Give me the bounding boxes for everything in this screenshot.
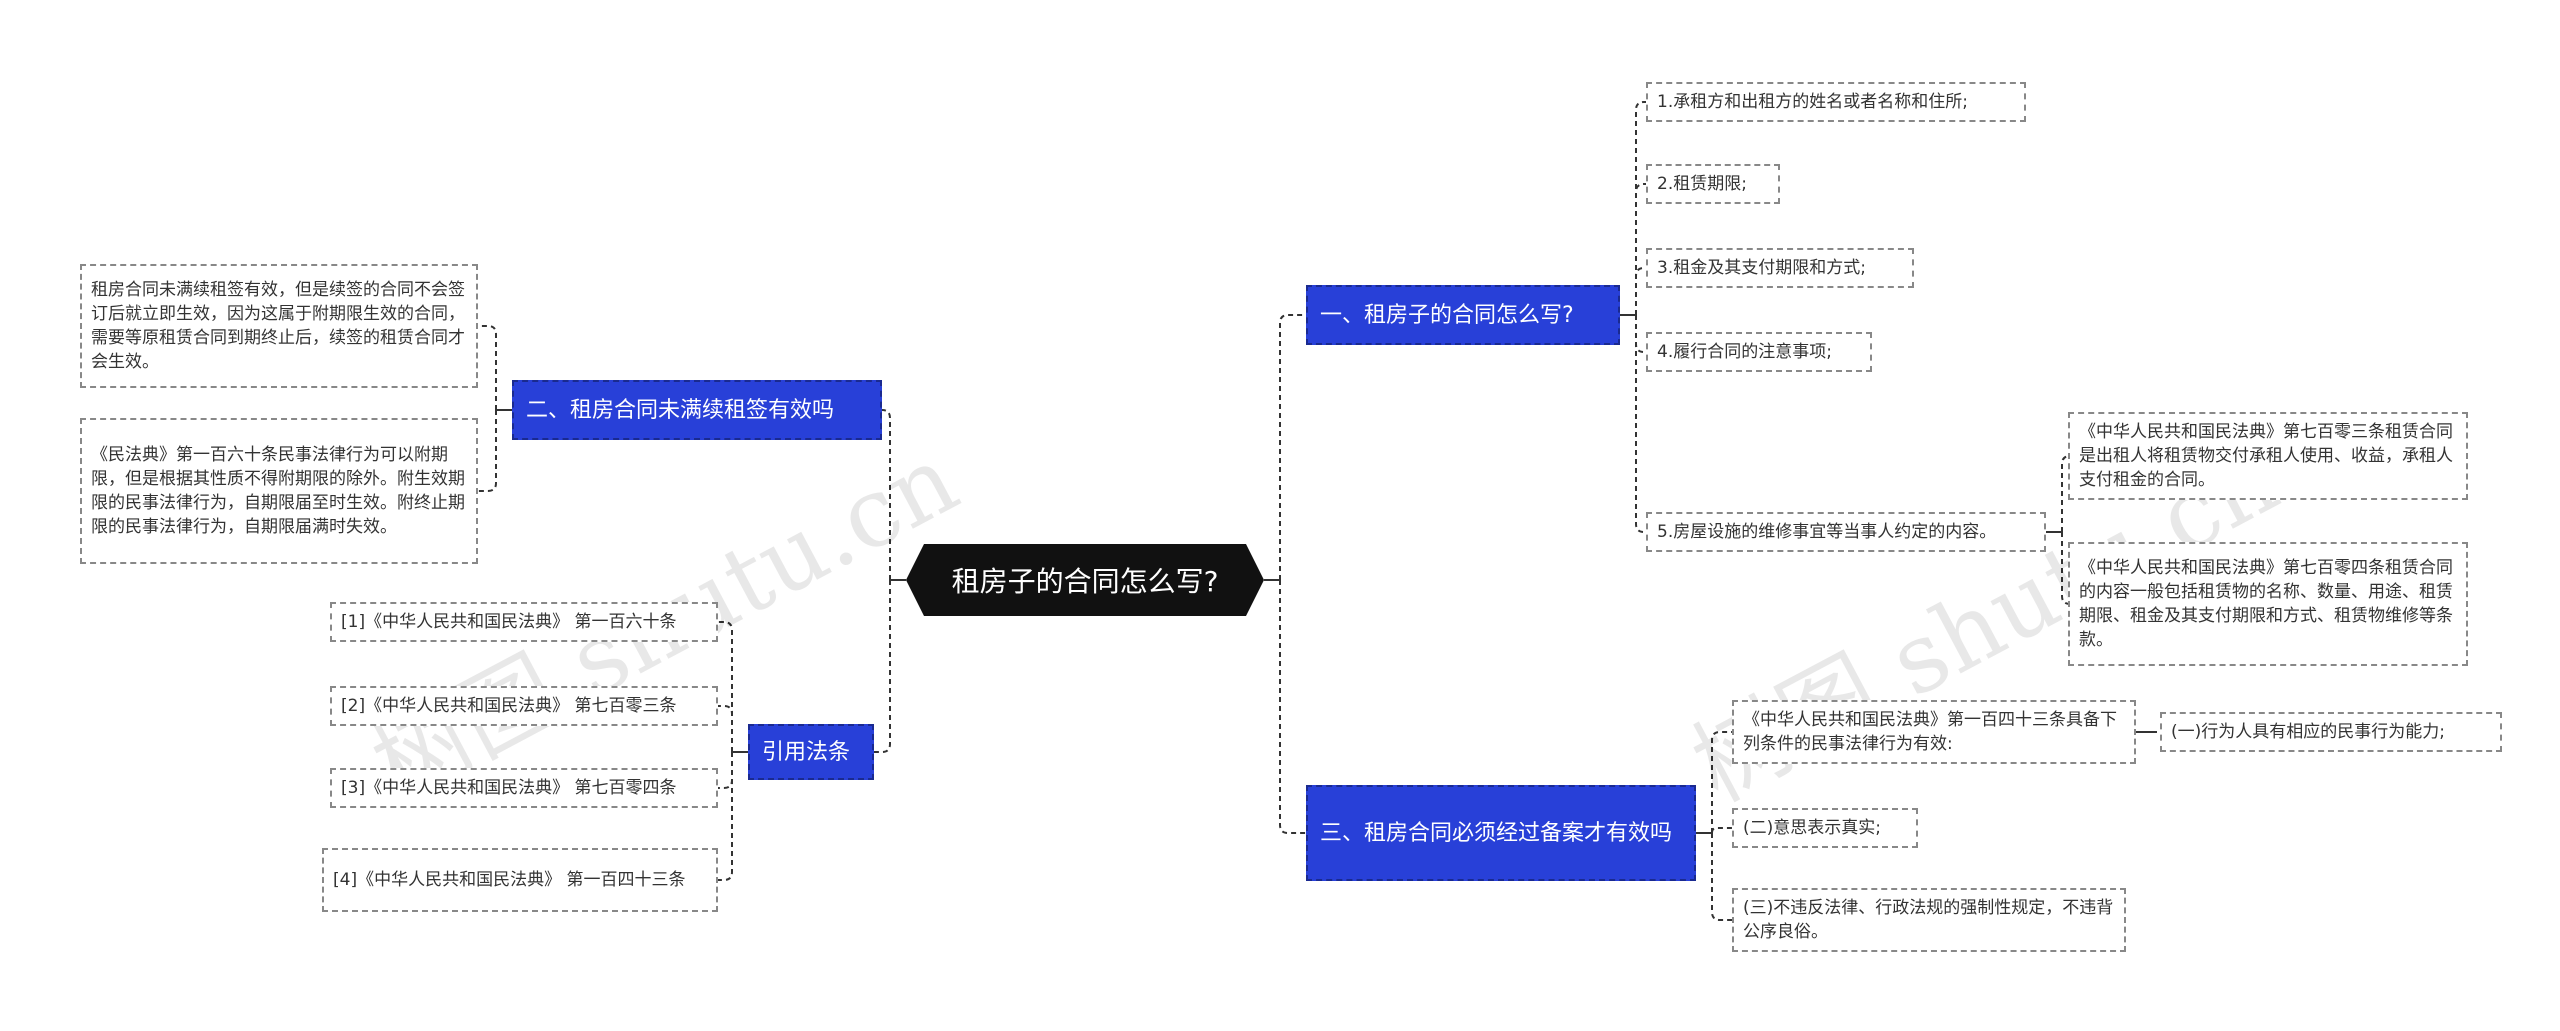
link-b4-b4_4 (718, 752, 733, 881)
link-b3-b3_1 (1711, 731, 1732, 833)
leaf-capacity[interactable]: (一)行为人具有相应的民事行为能力; (2160, 712, 2502, 752)
link-b1-b1_5 (1635, 315, 1646, 533)
leaf-article-704[interactable]: 《中华人民共和国民法典》第七百零四条租赁合同的内容一般包括租赁物的名称、数量、用… (2068, 542, 2468, 666)
leaf-names-addresses[interactable]: 1.承租方和出租方的姓名或者名称和住所; (1646, 82, 2026, 122)
link-b4-b4_2 (718, 705, 733, 752)
leaf-rent-payment[interactable]: 3.租金及其支付期限和方式; (1646, 248, 1914, 288)
branch-filing-required[interactable]: 三、租房合同必须经过备案才有效吗 (1306, 785, 1696, 881)
leaf-cite-704[interactable]: [3]《中华人民共和国民法典》 第七百零四条 (330, 768, 718, 808)
link-root-b2 (881, 409, 891, 580)
link-b4-b4_1 (718, 621, 733, 752)
leaf-cite-143[interactable]: [4]《中华人民共和国民法典》 第一百四十三条 (322, 848, 718, 912)
leaf-cite-160[interactable]: [1]《中华人民共和国民法典》 第一百六十条 (330, 602, 718, 642)
leaf-performance-notes[interactable]: 4.履行合同的注意事项; (1646, 332, 1872, 372)
link-root-b4 (874, 580, 891, 753)
leaf-no-violation[interactable]: (三)不违反法律、行政法规的强制性规定，不违背公序良俗。 (1732, 888, 2126, 952)
leaf-article-160[interactable]: 《民法典》第一百六十条民事法律行为可以附期限，但是根据其性质不得附期限的除外。附… (80, 418, 478, 564)
link-b1_5-b1_5a (2061, 455, 2071, 532)
link-root-b1 (1279, 314, 1306, 580)
link-b3-b3_3 (1711, 833, 1732, 921)
branch-renewal-validity[interactable]: 二、租房合同未满续租签有效吗 (512, 380, 882, 440)
leaf-lease-term[interactable]: 2.租赁期限; (1646, 164, 1780, 204)
link-b4-b4_3 (718, 752, 733, 789)
link-b3-b3_2 (1711, 827, 1732, 834)
link-b1-b1_2 (1635, 183, 1646, 315)
leaf-article-703[interactable]: 《中华人民共和国民法典》第七百零三条租赁合同是出租人将租赁物交付承租人使用、收益… (2068, 412, 2468, 500)
link-b1-b1_3 (1635, 267, 1646, 315)
branch-cited-laws[interactable]: 引用法条 (748, 724, 874, 780)
leaf-maintenance[interactable]: 5.房屋设施的维修事宜等当事人约定的内容。 (1646, 512, 2046, 552)
link-b2-b2_2 (478, 410, 497, 492)
link-root-b3 (1279, 580, 1306, 834)
branch-how-to-write[interactable]: 一、租房子的合同怎么写? (1306, 285, 1620, 345)
leaf-cite-703[interactable]: [2]《中华人民共和国民法典》 第七百零三条 (330, 686, 718, 726)
leaf-true-intent[interactable]: (二)意思表示真实; (1732, 808, 1918, 848)
leaf-article-143[interactable]: 《中华人民共和国民法典》第一百四十三条具备下列条件的民事法律行为有效: (1732, 700, 2136, 764)
link-b1-b1_1 (1635, 101, 1646, 315)
root-topic[interactable]: 租房子的合同怎么写? (906, 544, 1264, 616)
link-b2-b2_1 (478, 325, 497, 410)
leaf-renewal-explanation[interactable]: 租房合同未满续租签有效，但是续签的合同不会签订后就立即生效，因为这属于附期限生效… (80, 264, 478, 388)
link-b1-b1_4 (1635, 315, 1646, 353)
